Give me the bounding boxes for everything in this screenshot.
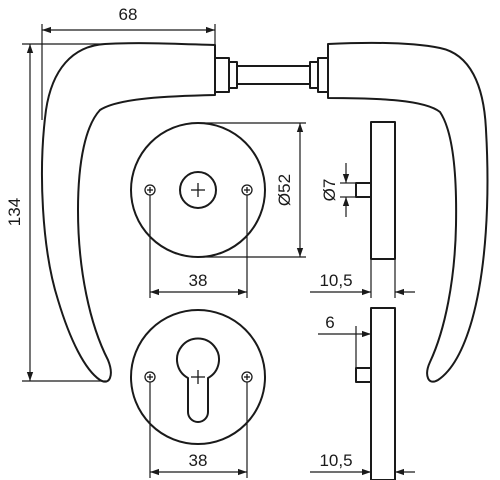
dimension-10-5-upper: 10,5: [310, 259, 415, 298]
lower-side-view: [355, 307, 396, 480]
keyhole-circle: [179, 171, 217, 209]
dimension-38-lower: 38: [149, 382, 248, 478]
label-68: 68: [119, 5, 138, 24]
right-lever-outline: [327, 41, 489, 383]
upper-side-view: [355, 121, 396, 260]
label-10-5-upper: 10,5: [319, 271, 352, 290]
dimension-10-5-lower: 10,5: [310, 451, 415, 476]
left-collar: [228, 61, 238, 89]
screw-right-upper-icon: [241, 184, 253, 196]
label-134: 134: [5, 198, 24, 226]
screw-left-lower-icon: [144, 371, 156, 383]
label-10-5-lower: 10,5: [319, 451, 352, 470]
lower-rose-outline: [130, 309, 266, 445]
cylinder-cutout: [176, 337, 220, 423]
dimension-diameter-7: Ø7: [320, 163, 356, 217]
keyhole-center-mark: [191, 183, 205, 197]
upper-rose: [130, 122, 266, 258]
right-lever-handle: [309, 41, 489, 383]
right-neck: [317, 57, 329, 93]
dimension-6: 6: [318, 313, 371, 368]
dimension-68: 68: [41, 5, 216, 120]
left-lever-outline: [41, 42, 216, 383]
lower-rose: [130, 309, 266, 445]
right-collar: [309, 61, 319, 89]
left-neck: [214, 57, 230, 93]
lower-rose-profile: [370, 307, 396, 480]
label-38-lower: 38: [189, 451, 208, 470]
label-38-upper: 38: [189, 271, 208, 290]
spindle: [236, 65, 311, 85]
upper-pin-profile: [355, 182, 372, 198]
dimension-38-upper: 38: [149, 195, 248, 298]
lower-pin-profile: [355, 367, 372, 383]
label-diameter-52: Ø52: [275, 174, 294, 206]
screw-right-lower-icon: [241, 371, 253, 383]
label-diameter-7: Ø7: [320, 179, 339, 202]
left-lever-handle: [41, 42, 238, 383]
cylinder-center-mark: [191, 370, 205, 384]
dimension-diameter-52: Ø52: [198, 122, 306, 258]
screw-left-upper-icon: [144, 184, 156, 196]
label-6: 6: [325, 313, 334, 332]
dimension-134: 134: [5, 43, 106, 382]
upper-rose-profile: [370, 121, 396, 260]
